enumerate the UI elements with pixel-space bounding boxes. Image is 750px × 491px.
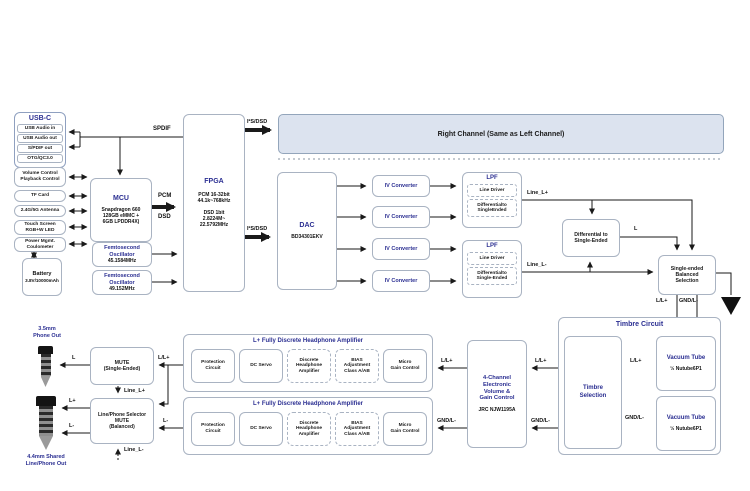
oscillator-2-freq: 49.152MHz (109, 286, 135, 293)
vacuum-tube-1-block: Vacuum Tube ½ Nutube6P1 (656, 336, 716, 391)
usb-port-spdif-out: S/PDIF out (17, 144, 63, 154)
se-balanced-selection-block: Single-ended Balanced Selection (658, 255, 716, 295)
amp2-protection-circuit: Protection Circuit (191, 412, 235, 446)
jack-4-4mm (36, 396, 56, 450)
wire-label-line-lminus-dashed: Line_L- (124, 447, 144, 453)
amp1-dc-servo: DC Servo (239, 349, 283, 383)
wire-label-tube1-llplus: L/L+ (630, 358, 642, 364)
wire-label-amp1-out: L/L+ (158, 355, 170, 361)
amp1-discrete-headphone-amp: Discrete Headphone Amplifier (287, 349, 331, 383)
fpga-dsd-spec: DSD 1bit 2.8224M~ 22.5792MHz (199, 210, 229, 229)
wire-label-amp2-out: L- (163, 418, 169, 424)
wire-label-vol-right-llplus: L/L+ (535, 358, 547, 364)
iv-converter-1: IV Converter (372, 175, 430, 197)
vacuum-tube-2-part: ½ Nutube6P1 (670, 425, 702, 432)
wire-label-i2s-top: I²S/DSD (247, 119, 268, 125)
vacuum-tube-2-title: Vacuum Tube (666, 415, 706, 422)
mcu-block: MCU Snapdragon 660 128GB eMMC + 6GB LPDD… (90, 178, 152, 242)
lpf-1-block: LPF Line Driver Differentialto SingleEnd… (462, 172, 522, 228)
mute-single-ended-block: MUTE (Single-Ended) (90, 347, 154, 385)
iv-converter-3: IV Converter (372, 238, 430, 260)
wire-label-tube2-gnd: GND/L- (625, 415, 644, 421)
usb-port-audio-out: USB Audio out (17, 134, 63, 144)
ground-triangle (721, 297, 741, 315)
iv-converter-4: IV Converter (372, 270, 430, 292)
right-channel-banner: Right Channel (Same as Left Channel) (278, 114, 724, 154)
lpf-2-title: LPF (486, 243, 498, 249)
wire-label-mute-out: L (72, 355, 76, 361)
wire-label-sel-gnd: GND/L- (679, 298, 698, 304)
lpf-2-block: LPF Line Driver Differentialto Single-En… (462, 240, 522, 298)
usb-c-block: USB-C USB Audio in USB Audio out S/PDIF … (14, 112, 66, 168)
phone-out-44-label: 4.4mm Shared Line/Phone Out (25, 454, 67, 467)
wire-label-vol-left-gnd: GND/L- (437, 418, 456, 424)
oscillator-1-block: Femtosecond Oscillator 45.1584MHz (92, 242, 152, 267)
wire-label-dsd: DSD (158, 214, 171, 220)
lpf-1-diff-single: Differentialto SingleEnded (467, 199, 517, 218)
wire-label-spdif: SPDIF (153, 126, 171, 132)
diff-to-single-ended-block: Differential to Single-Ended (562, 219, 620, 257)
vacuum-tube-1-title: Vacuum Tube (666, 355, 706, 362)
fpga-pcm-spec: PCM 16-32bit 44.1k~768kHz (197, 192, 231, 205)
volume-gain-title: 4-Channel Electronic Volume & Gain Contr… (479, 374, 515, 402)
dac-block: DAC BD34301EKV (277, 172, 337, 290)
phone-out-35-label: 3.5mm Phone Out (33, 326, 61, 339)
wire-label-i2s-bottom: I²S/DSD (247, 226, 268, 232)
touch-screen-block: Touch Screen RGB+W LED (14, 220, 66, 235)
amp1-micro-gain-control: Micro Gain Control (383, 349, 427, 383)
tf-card-block: TF Card (14, 190, 66, 202)
wire-label-line-lminus: Line_L- (527, 262, 547, 268)
fpga-title: FPGA (204, 177, 224, 185)
headphone-amp-2-title: L+ Fully Discrete Headphone Amplifier (253, 401, 363, 407)
lpf-2-line-driver: Line Driver (467, 252, 517, 266)
jack-3-5mm (38, 346, 53, 387)
wire-label-l: L (634, 226, 638, 232)
wire-label-selector-lplus: L+ (69, 398, 76, 404)
power-mgmt-block: Power Mgmt. Coulometer (14, 237, 66, 252)
oscillator-2-title: Femtosecond Oscillator (104, 272, 140, 286)
wire-label-line-lplus: Line_L+ (527, 190, 548, 196)
lpf-1-line-driver: Line Driver (467, 184, 517, 198)
volume-control-block: Volume Control Playback Control (14, 167, 66, 187)
battery-block: Battery 3.8V/10000mAh (22, 258, 62, 296)
wire-label-vol-left-llplus: L/L+ (441, 358, 453, 364)
headphone-amp-1-title: L+ Fully Discrete Headphone Amplifier (253, 338, 363, 344)
wire-label-vol-right-gnd: GND/L- (531, 418, 550, 424)
vacuum-tube-2-block: Vacuum Tube ½ Nutube6P1 (656, 396, 716, 451)
battery-spec: 3.8V/10000mAh (25, 277, 59, 283)
timbre-circuit-title: Timbre Circuit (615, 321, 664, 328)
dac-title: DAC (299, 221, 315, 229)
wire-label-pcm: PCM (158, 193, 172, 199)
amp2-bias-adjustment: BIAS Adjustment Class A/AB (335, 412, 379, 446)
amp1-protection-circuit: Protection Circuit (191, 349, 235, 383)
fpga-block: FPGA PCM 16-32bit 44.1k~768kHz DSD 1bit … (183, 114, 245, 292)
amp2-discrete-headphone-amp: Discrete Headphone Amplifier (287, 412, 331, 446)
mcu-title: MCU (113, 194, 129, 202)
dac-chip: BD34301EKV (291, 234, 323, 241)
timbre-selection-block: Timbre Selection (564, 336, 622, 449)
usb-c-title: USB-C (28, 115, 52, 122)
iv-converter-2: IV Converter (372, 206, 430, 228)
lpf-2-diff-single: Differentialto Single-Ended (467, 267, 517, 286)
oscillator-1-title: Femtosecond Oscillator (104, 244, 140, 258)
vacuum-tube-1-part: ½ Nutube6P1 (670, 365, 702, 372)
wire-label-line-lplus-dashed: Line_L+ (124, 388, 145, 394)
volume-gain-control-block: 4-Channel Electronic Volume & Gain Contr… (467, 340, 527, 448)
amp1-bias-adjustment: BIAS Adjustment Class A/AB (335, 349, 379, 383)
mcu-spec: Snapdragon 660 128GB eMMC + 6GB LPDDR4X) (101, 207, 141, 226)
usb-port-otg: OTG/QC3.0 (17, 154, 63, 164)
volume-gain-chip: JRC NJW1195A (478, 407, 516, 414)
amp2-dc-servo: DC Servo (239, 412, 283, 446)
wire-label-selector-lminus: L- (69, 423, 75, 429)
battery-title: Battery (32, 270, 52, 277)
wire-label-sel-llplus: L/L+ (656, 298, 668, 304)
usb-port-audio-in: USB Audio in (17, 124, 63, 134)
line-phone-selector-block: Line/Phone Selector MUTE (Balanced) (90, 398, 154, 444)
oscillator-2-block: Femtosecond Oscillator 49.152MHz (92, 270, 152, 295)
lpf-1-title: LPF (486, 175, 498, 181)
amp2-micro-gain-control: Micro Gain Control (383, 412, 427, 446)
oscillator-1-freq: 45.1584MHz (107, 258, 137, 265)
antenna-block: 2.4G/5G Antenna (14, 205, 66, 217)
